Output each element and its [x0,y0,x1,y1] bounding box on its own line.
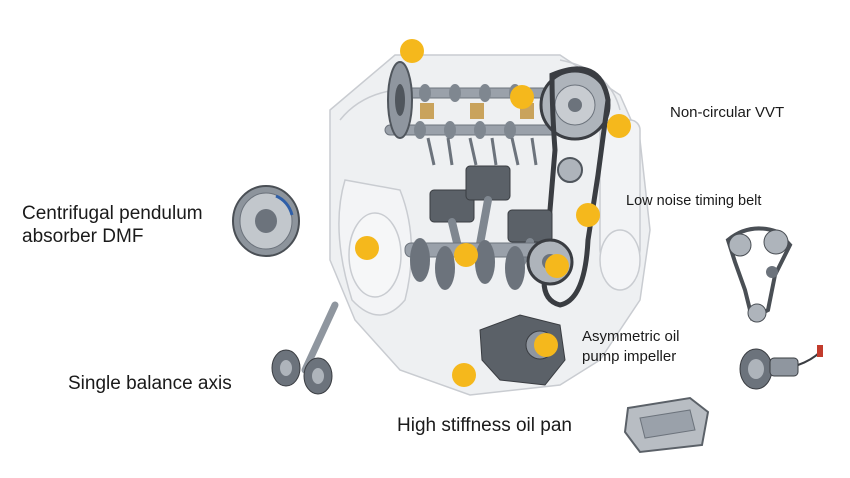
oil-pan-marker [452,363,476,387]
oil-pump-marker [534,333,558,357]
label-dmf: Centrifugal pendulum absorber DMF [22,202,203,248]
belt-idler [557,157,583,183]
block-side-marker [355,236,379,260]
cam-sprocket [387,61,413,139]
timing-belt [541,66,611,308]
camshaft-marker [510,85,534,109]
label-oil-pump: Asymmetric oil pump impeller [582,327,680,366]
label-low-noise-timing-belt: Low noise timing belt [626,193,762,209]
label-dmf-line2: absorber DMF [22,226,144,248]
timing-belt-image [725,226,793,323]
timing-belt-marker [576,203,600,227]
vvt-marker [607,114,631,138]
label-oil-pump-line2: pump impeller [582,347,677,365]
label-single-balance-axis: Single balance axis [68,373,232,394]
crankshaft-marker [454,243,478,267]
oil-pump-image [739,345,823,390]
label-dmf-line1: Centrifugal pendulum [22,203,203,224]
crank-pulley-marker [545,254,569,278]
camshaft-sprocket-marker [400,39,424,63]
label-non-circular-vvt: Non-circular VVT [670,104,785,121]
label-oil-pump-line1: Asymmetric oil [582,328,680,345]
dmf-flywheel-image [232,185,300,257]
balance-shaft-image [271,301,339,395]
oil-pan-image [623,396,710,454]
label-high-stiffness-oil-pan: High stiffness oil pan [397,415,572,436]
